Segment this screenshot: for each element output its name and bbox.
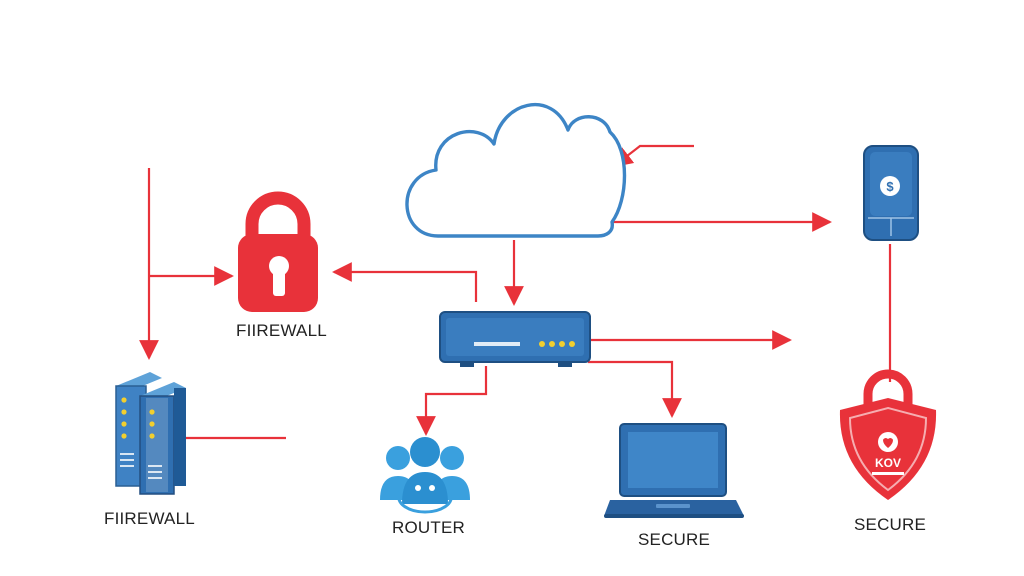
arrow-router-to-laptop <box>588 360 682 418</box>
phone-icon <box>863 145 919 241</box>
connectors <box>139 144 892 440</box>
user-group-icon <box>380 437 470 514</box>
arrow-router-to-group <box>416 366 488 436</box>
firewall-server-label: FIIREWALL <box>104 509 195 528</box>
firewall-lock-label: FIIREWALL <box>236 321 327 340</box>
cloud-icon <box>405 102 627 238</box>
server-icon <box>115 372 186 495</box>
phone-badge: $ <box>886 179 894 194</box>
shield-lock-icon <box>839 369 937 500</box>
arrow-router-to-lock <box>332 262 478 302</box>
shield-badge: KOV <box>875 456 901 470</box>
secure-shield-label: SECURE <box>854 515 927 534</box>
padlock-icon <box>238 191 318 312</box>
router-device-icon <box>439 311 591 367</box>
secure-laptop-label: SECURE <box>638 530 711 549</box>
arrow-to-cloud <box>612 144 694 168</box>
router-label: ROUTER <box>392 518 465 537</box>
laptop-icon <box>604 423 744 518</box>
